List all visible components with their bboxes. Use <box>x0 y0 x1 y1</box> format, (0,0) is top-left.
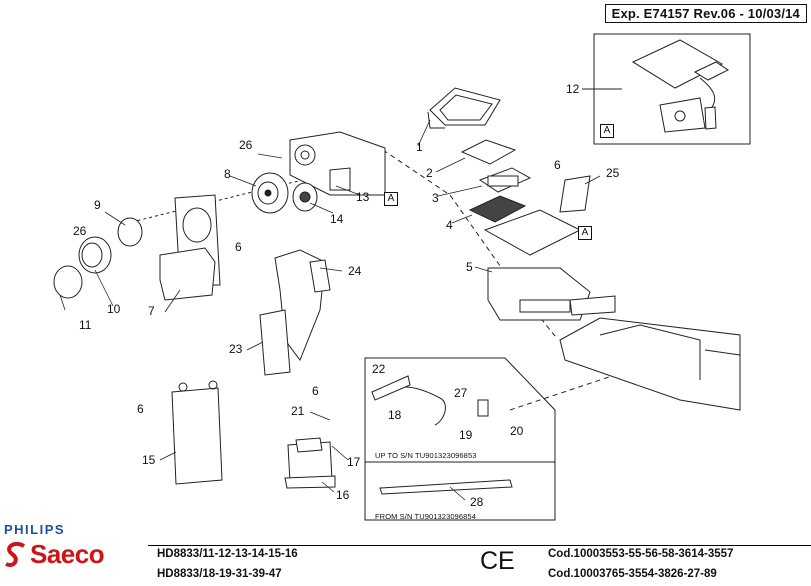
part-4-drawing <box>468 195 582 256</box>
part-label-1: 1 <box>416 140 423 154</box>
part-label-26: 26 <box>73 224 87 238</box>
part-label-17: 17 <box>347 455 361 469</box>
model-line-2: HD8833/18-19-31-39-47 <box>157 568 282 580</box>
part-label-16: 16 <box>336 488 350 502</box>
philips-brand: PHILIPS <box>4 522 66 537</box>
part-label-13: 13 <box>356 190 370 204</box>
machine-frame-drawing <box>559 317 741 411</box>
part-label-27: 27 <box>454 386 468 400</box>
part-label-6: 6 <box>137 402 144 416</box>
part-label-8: 8 <box>224 167 231 181</box>
part-label-14: 14 <box>330 212 344 226</box>
part-7-drawing <box>159 194 221 301</box>
part-label-12: 12 <box>566 82 580 96</box>
part-5-drawing <box>487 267 616 321</box>
part-label-6: 6 <box>235 240 242 254</box>
part-9-drawing <box>117 217 143 247</box>
part-label-2: 2 <box>426 166 433 180</box>
part-label-24: 24 <box>348 264 362 278</box>
philips-saeco-logo-icon <box>5 542 26 567</box>
part-label-22: 22 <box>372 362 386 376</box>
part-label-28: 28 <box>470 495 484 509</box>
part-12-drawing <box>631 39 729 133</box>
part-label-15: 15 <box>142 453 156 467</box>
ref-box-a: A <box>600 124 614 138</box>
part-label-19: 19 <box>459 428 473 442</box>
part-label-10: 10 <box>107 302 121 316</box>
part-15-drawing <box>171 380 223 485</box>
part-label-20: 20 <box>510 424 524 438</box>
part-1-drawing <box>427 87 501 129</box>
part-label-26: 26 <box>239 138 253 152</box>
part-label-5: 5 <box>466 260 473 274</box>
note-from-sn: FROM S/N TU901323096854 <box>375 512 476 521</box>
ref-box-a: A <box>578 226 592 240</box>
footer-divider <box>148 545 811 546</box>
part-label-25: 25 <box>606 166 620 180</box>
ref-box-a: A <box>384 192 398 206</box>
part-24-drawing <box>274 249 331 362</box>
part-label-9: 9 <box>94 198 101 212</box>
code-line-2: Cod.10003765-3554-3826-27-89 <box>548 568 717 580</box>
part-14-drawing <box>292 182 318 212</box>
part-26-ring-drawing <box>78 236 112 274</box>
part-label-21: 21 <box>291 404 305 418</box>
part-8-drawing <box>251 172 289 214</box>
part-label-23: 23 <box>229 342 243 356</box>
saeco-brand: Saeco <box>30 539 105 569</box>
part-16-drawing <box>284 437 336 489</box>
part-23-drawing <box>259 309 291 376</box>
inset-box-lower <box>364 357 556 521</box>
part-11-drawing <box>53 265 83 299</box>
part-label-6: 6 <box>312 384 319 398</box>
part-label-4: 4 <box>446 218 453 232</box>
document-reference: Exp. E74157 Rev.06 - 10/03/14 <box>604 4 807 23</box>
part-3-drawing <box>478 167 532 193</box>
part-label-6: 6 <box>554 158 561 172</box>
part-28-drawing <box>379 479 513 495</box>
part-19-drawing <box>477 399 489 417</box>
part-22-drawing <box>371 375 411 401</box>
code-line-1: Cod.10003553-55-56-58-3614-3557 <box>548 548 734 560</box>
ce-mark-icon: CE <box>480 547 515 575</box>
model-line-1: HD8833/11-12-13-14-15-16 <box>157 548 298 560</box>
part-label-7: 7 <box>148 304 155 318</box>
part-25-drawing <box>559 175 591 213</box>
part-label-18: 18 <box>388 408 402 422</box>
part-label-11: 11 <box>79 318 92 332</box>
note-up-to-sn: UP TO S/N TU901323096853 <box>375 451 477 460</box>
part-2-drawing <box>460 139 517 165</box>
part-label-3: 3 <box>432 191 439 205</box>
